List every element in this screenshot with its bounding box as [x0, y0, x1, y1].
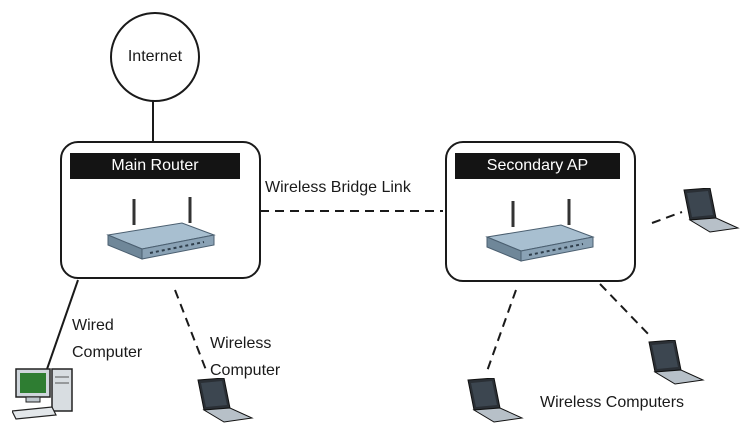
internet-label: Internet: [127, 48, 183, 65]
wired-computer-label-line2: Computer: [72, 344, 143, 361]
secondary-ap-title: Secondary AP: [455, 153, 620, 179]
wireless-computers-label: Wireless Computers: [540, 394, 685, 411]
wireless-link-line-3: [651, 211, 683, 224]
desktop-computer-icon: [12, 368, 73, 420]
laptop-icon: [467, 378, 524, 423]
wired-computer-label-line1: Wired: [72, 317, 114, 334]
internet-node: Internet: [110, 12, 200, 102]
laptop-icon: [197, 378, 254, 423]
wired-computer-line: [45, 279, 79, 373]
secondary-ap-box: Secondary AP: [445, 141, 636, 282]
router-icon: [106, 197, 216, 260]
main-router-title: Main Router: [70, 153, 240, 179]
wireless-computer-link-line: [174, 289, 207, 371]
wireless-link-line-2: [599, 283, 653, 339]
bridge-link-label: Wireless Bridge Link: [265, 179, 411, 196]
access-point-icon: [485, 199, 595, 262]
wireless-computer-label-line1: Wireless: [210, 335, 272, 352]
wireless-link-line-1: [485, 289, 517, 375]
laptop-icon: [648, 340, 705, 385]
laptop-icon: [683, 188, 740, 233]
main-router-box: Main Router: [60, 141, 261, 279]
wireless-computer-label-line2: Computer: [210, 362, 281, 379]
